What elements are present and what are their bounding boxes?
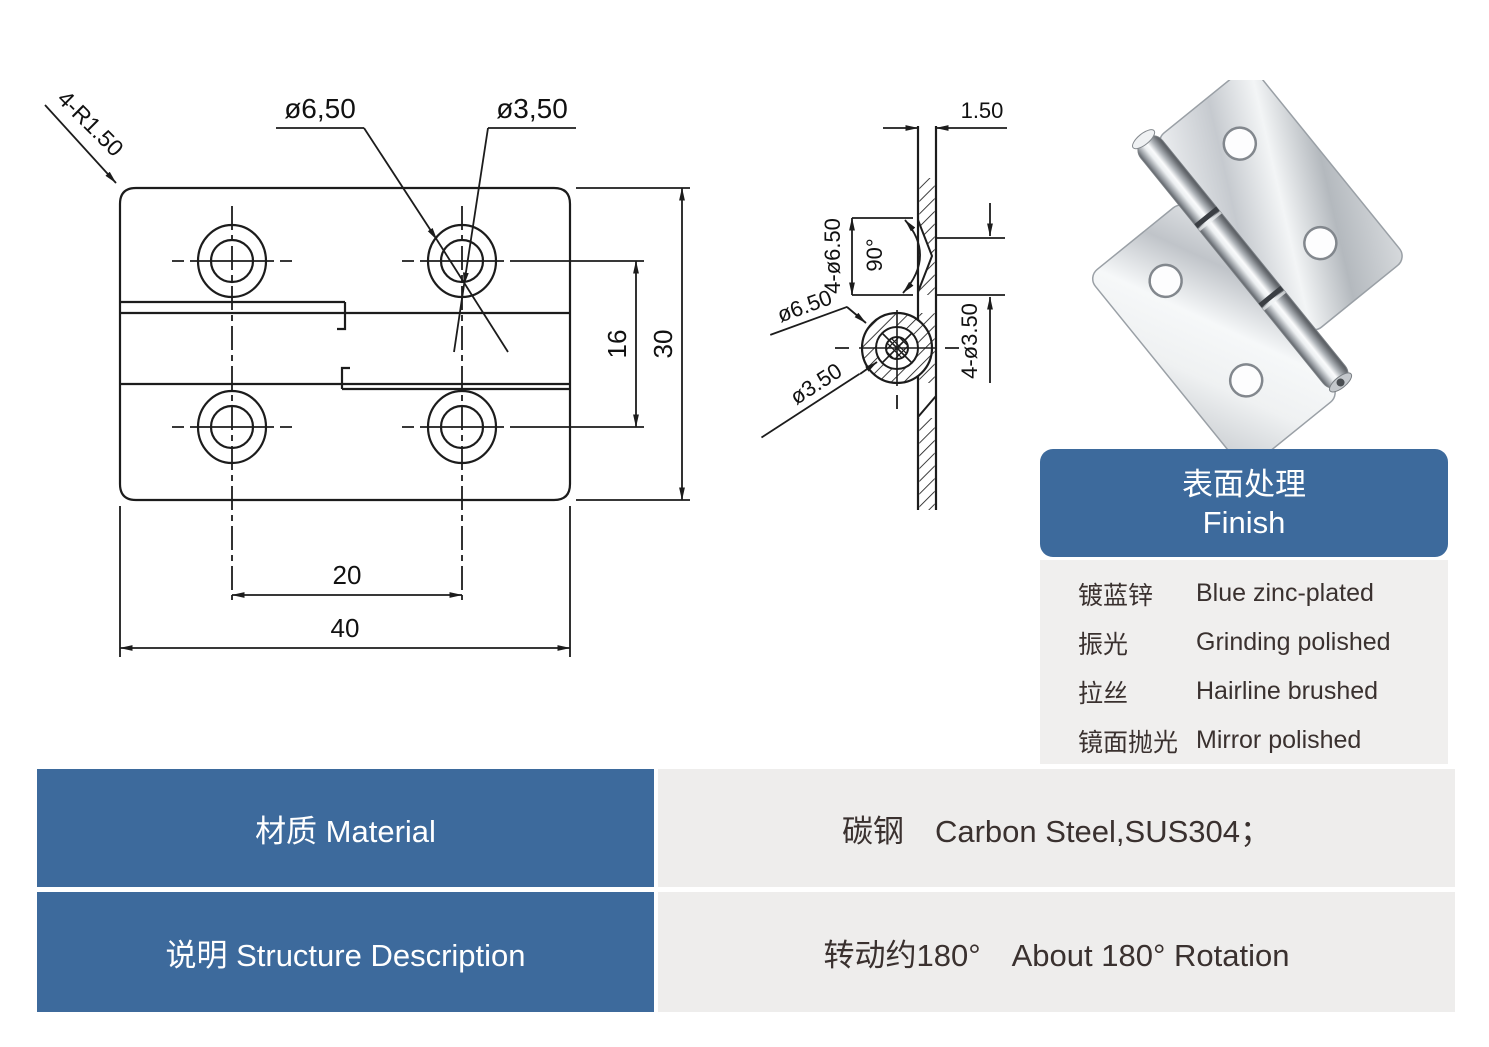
finish-header-en: Finish	[1202, 504, 1286, 540]
dim-16-label: 16	[602, 330, 632, 359]
hole-inner-callout: ø3,50	[453, 93, 576, 353]
dim-20: 20	[231, 560, 463, 598]
bottom-leaf-edge	[340, 366, 570, 391]
finish-row: 镀蓝锌 Blue zinc-plated	[1040, 569, 1448, 618]
label-corner-radius: 4-R1.50	[52, 85, 128, 161]
label-angle: 90°	[862, 238, 887, 271]
spec-value-text: 碳钢 Carbon Steel,SUS304；	[841, 813, 1272, 849]
centerlines	[172, 206, 644, 600]
spec-value-cell: 碳钢 Carbon Steel,SUS304；	[658, 769, 1455, 887]
label-large-holes: 4-ø6.50	[820, 218, 845, 294]
label-small-holes: 4-ø3.50	[957, 303, 982, 379]
dim-40-label: 40	[331, 613, 360, 643]
label-thickness: 1.50	[961, 98, 1004, 123]
spec-label-cell: 材质 Material	[37, 769, 654, 887]
finish-name-en: Blue zinc-plated	[1196, 579, 1374, 607]
pin-top-cap	[1132, 129, 1156, 150]
finish-name-en: Mirror polished	[1196, 726, 1362, 754]
side-view-drawing: 1.50 4-ø6.50 90° 4-ø3.50	[760, 98, 1007, 510]
dim-small-holes: 4-ø3.50	[936, 203, 1005, 383]
finish-name-cn: 镀蓝锌	[1078, 581, 1154, 610]
front-view-drawing: 16 30 20 40 4-R1.50 ø6,50	[44, 85, 690, 657]
spec-label-text: 说明 Structure Description	[165, 937, 526, 973]
dim-16: 16	[602, 260, 639, 428]
corner-radius-callout: 4-R1.50	[44, 85, 129, 184]
dim-30-label: 30	[648, 330, 678, 359]
finish-header: 表面处理 Finish	[1040, 449, 1448, 557]
dim-thickness: 1.50	[883, 98, 1007, 131]
hinge-photo-group	[1091, 80, 1403, 450]
pin-section	[835, 310, 959, 409]
plate-section	[916, 126, 938, 510]
finish-row: 拉丝 Hairline brushed	[1040, 667, 1448, 716]
hole-outer-callout: ø6,50	[276, 93, 509, 353]
dim-30: 30	[576, 187, 690, 501]
dim-40: 40	[119, 506, 571, 657]
finish-header-cn: 表面处理	[1182, 466, 1306, 502]
pin-seam	[1258, 285, 1284, 308]
finish-name-en: Hairline brushed	[1196, 677, 1379, 705]
label-hole-outer: ø6,50	[284, 93, 356, 124]
finish-row: 振光 Grinding polished	[1040, 618, 1448, 667]
hinge-outline	[118, 186, 572, 502]
finish-name-cn: 拉丝	[1078, 679, 1129, 708]
screw-holes	[1148, 126, 1338, 398]
dim-20-label: 20	[333, 560, 362, 590]
spec-value-text: 转动约180° About 180° Rotation	[823, 937, 1290, 973]
dim-large-holes: 4-ø6.50	[820, 217, 913, 296]
pin-outer-callout: ø6.50	[769, 285, 867, 336]
plate-edges	[916, 126, 938, 510]
spec-label-cell: 说明 Structure Description	[37, 892, 654, 1012]
spec-value-cell: 转动约180° About 180° Rotation	[658, 892, 1455, 1012]
finish-name-cn: 镜面抛光	[1078, 728, 1179, 757]
label-hole-inner: ø3,50	[496, 93, 568, 124]
product-photo	[1091, 80, 1403, 450]
pin-inner-callout: ø3.50	[760, 358, 878, 439]
countersink-angle: 90°	[862, 219, 921, 294]
finish-name-cn: 振光	[1078, 630, 1129, 659]
label-pin-outer: ø6.50	[774, 285, 835, 328]
spec-label-text: 材质 Material	[255, 813, 436, 849]
finish-row: 镜面抛光 Mirror polished	[1040, 716, 1448, 765]
finish-body: 镀蓝锌 Blue zinc-plated 振光 Grinding polishe…	[1040, 560, 1448, 764]
finish-table: 表面处理 Finish 镀蓝锌 Blue zinc-plated 振光 Grin…	[1040, 449, 1448, 764]
pin-seam	[1194, 206, 1220, 229]
finish-name-en: Grinding polished	[1196, 628, 1391, 656]
